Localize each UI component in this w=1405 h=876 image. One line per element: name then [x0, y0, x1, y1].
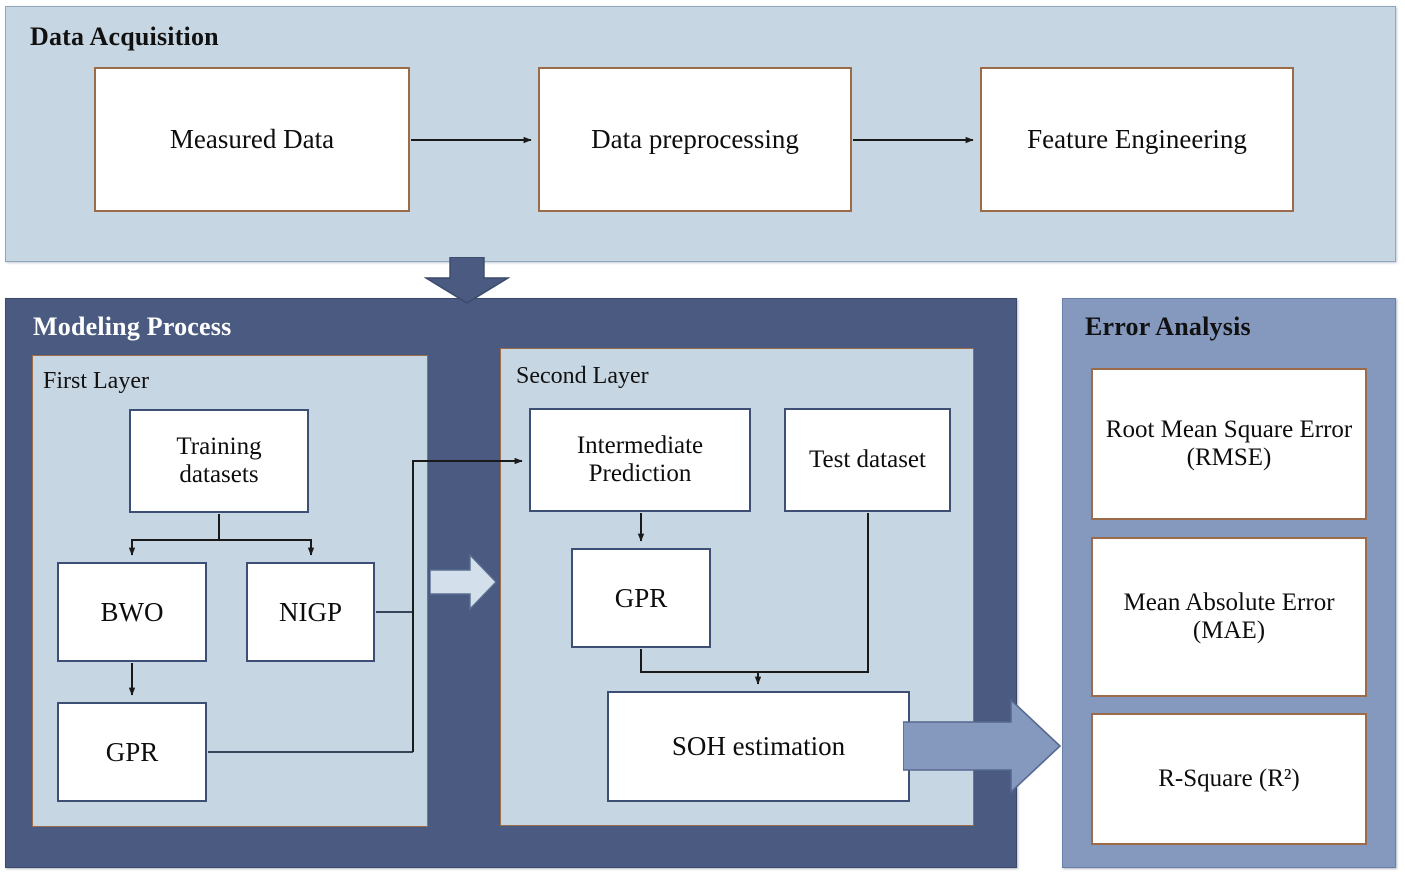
box-test-dataset[interactable]: Test dataset: [784, 408, 951, 512]
block-arrow-first-to-second-layer: [430, 553, 497, 611]
box-root-mean-square-error[interactable]: Root Mean Square Error (RMSE): [1091, 368, 1367, 520]
box-nigp[interactable]: NIGP: [246, 562, 375, 662]
box-training-datasets[interactable]: Training datasets: [129, 409, 309, 513]
subpanel-title-first-layer: First Layer: [43, 368, 149, 394]
box-soh-estimation[interactable]: SOH estimation: [607, 691, 910, 802]
panel-title-modeling-process: Modeling Process: [33, 312, 232, 341]
block-arrow-acquisition-to-modeling: [424, 257, 510, 304]
box-measured-data[interactable]: Measured Data: [94, 67, 410, 212]
block-arrow-modeling-to-error-analysis: [903, 698, 1062, 794]
panel-title-error-analysis: Error Analysis: [1085, 312, 1251, 341]
box-bwo[interactable]: BWO: [57, 562, 207, 662]
box-gpr-first-layer[interactable]: GPR: [57, 702, 207, 802]
box-gpr-second-layer[interactable]: GPR: [571, 548, 711, 648]
box-intermediate-prediction[interactable]: Intermediate Prediction: [529, 408, 751, 512]
box-mean-absolute-error[interactable]: Mean Absolute Error (MAE): [1091, 537, 1367, 697]
box-r-square[interactable]: R-Square (R²): [1091, 713, 1367, 845]
box-data-preprocessing[interactable]: Data preprocessing: [538, 67, 852, 212]
box-feature-engineering[interactable]: Feature Engineering: [980, 67, 1294, 212]
subpanel-title-second-layer: Second Layer: [516, 363, 649, 389]
panel-title-data-acquisition: Data Acquisition: [30, 22, 219, 51]
